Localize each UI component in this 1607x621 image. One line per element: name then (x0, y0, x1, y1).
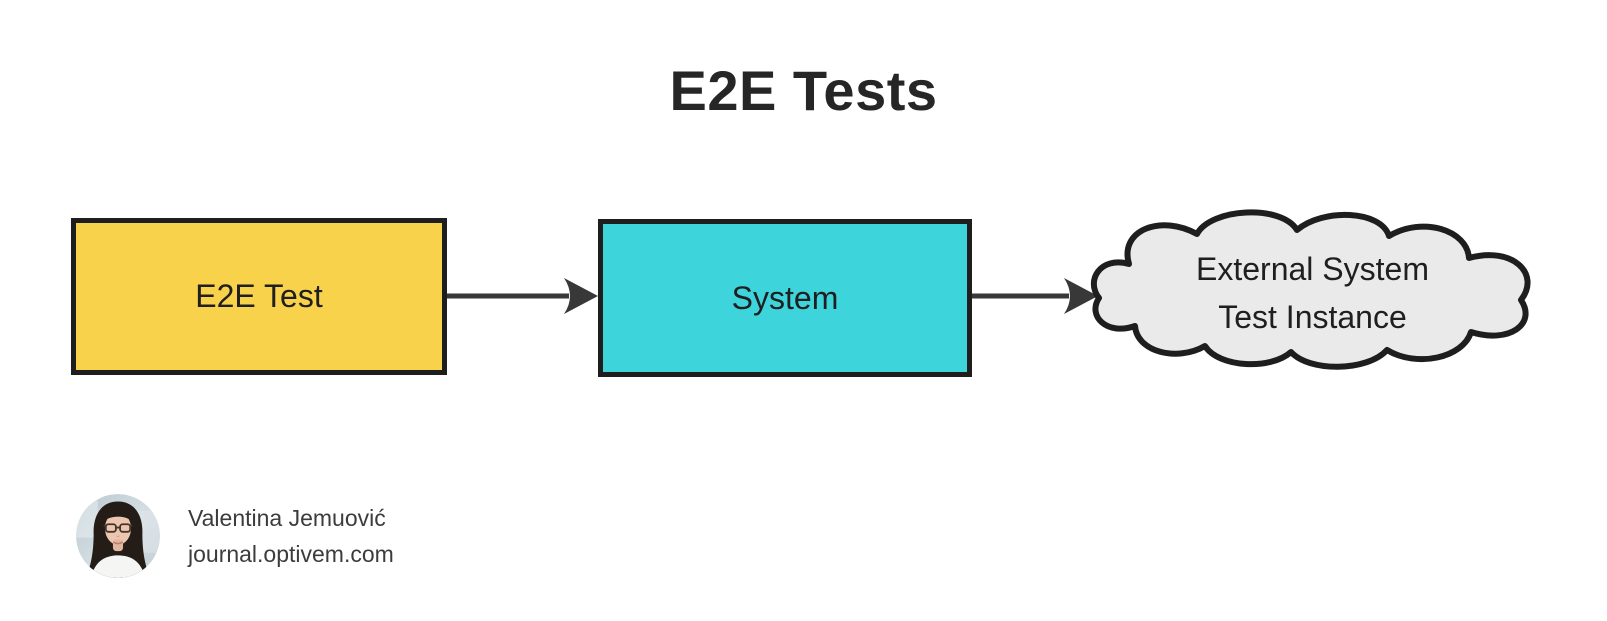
arrow-e2e-to-system (447, 278, 598, 314)
author-text: Valentina Jemuović journal.optivem.com (188, 500, 394, 572)
cloud-shape (1090, 209, 1531, 370)
node-system-label: System (731, 279, 839, 316)
cloud-label: External System Test Instance (1085, 208, 1540, 378)
diagram-title: E2E Tests (669, 59, 938, 122)
arrowhead-icon (564, 278, 598, 314)
avatar-portrait-image (76, 494, 160, 578)
node-external-system-test-instance: External System Test Instance (1085, 208, 1540, 378)
cloud-label-line2: Test Instance (1218, 299, 1407, 335)
node-e2e-test: E2E Test (71, 218, 447, 375)
arrow-system-to-external (972, 278, 1098, 314)
arrowhead-icon (1064, 278, 1098, 314)
avatar (76, 494, 160, 578)
author-site: journal.optivem.com (188, 541, 394, 567)
author-credit: Valentina Jemuović journal.optivem.com (76, 494, 394, 578)
node-system: System (598, 219, 972, 377)
author-name: Valentina Jemuović (188, 505, 386, 531)
cloud-label-line1: External System (1196, 251, 1429, 287)
cloud-icon (1090, 209, 1531, 370)
node-e2e-test-label: E2E Test (195, 278, 323, 314)
